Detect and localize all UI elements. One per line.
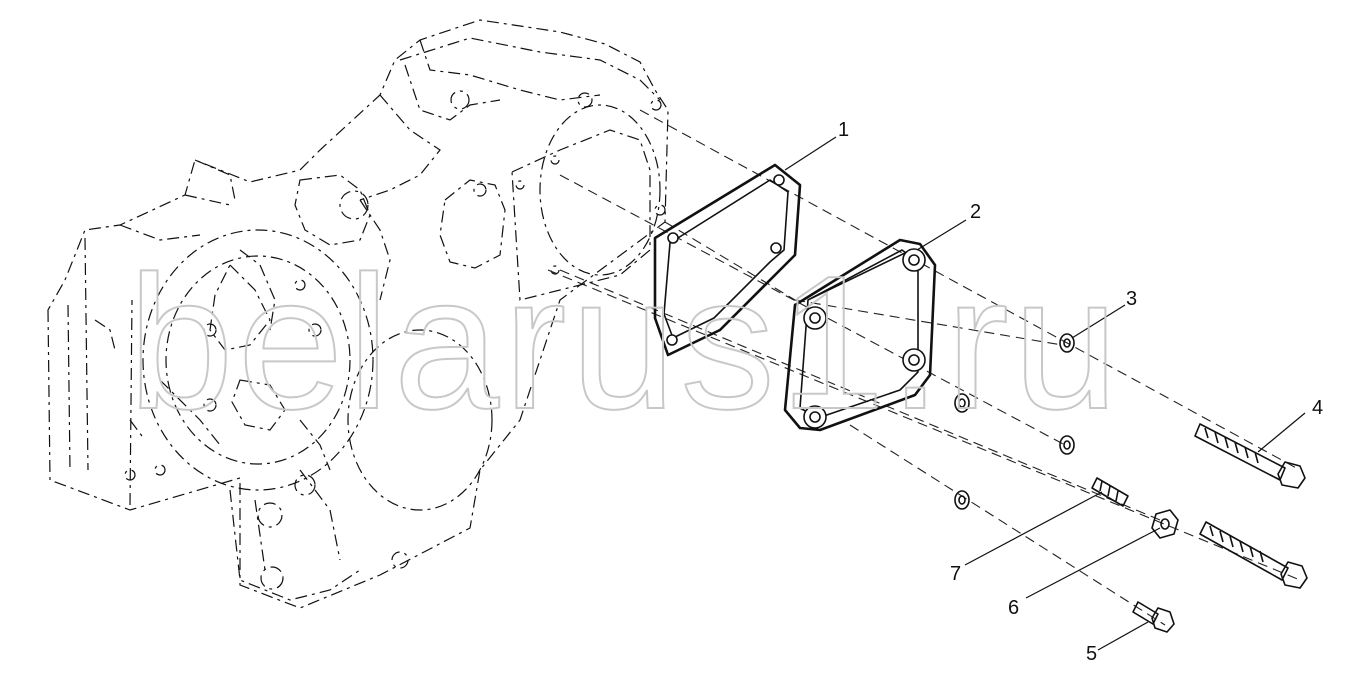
- callout-label-6: 6: [1008, 597, 1019, 619]
- long-bolts-part-4: [1194, 423, 1308, 589]
- watermark-text: belarus1.ru: [128, 237, 1123, 449]
- callout-labels: 1 2 3 4 5 6 7: [838, 119, 1323, 665]
- gasket-hole: [666, 334, 678, 346]
- cover-part-2: [783, 238, 937, 432]
- callout-label-4: 4: [1312, 397, 1323, 419]
- callout-label-5: 5: [1086, 643, 1097, 665]
- gasket-hole: [667, 232, 679, 244]
- callout-label-3: 3: [1126, 288, 1137, 310]
- gasket-part-1: [653, 163, 802, 357]
- gasket-hole: [773, 174, 785, 186]
- short-bolt-part-5: [1132, 601, 1175, 633]
- gear-housing-phantom: [47, 19, 669, 609]
- gasket-hole: [770, 242, 782, 254]
- nut-part-6: [1151, 509, 1179, 539]
- callout-label-7: 7: [950, 563, 961, 585]
- leader-lines: [784, 136, 1306, 651]
- callout-label-1: 1: [838, 119, 849, 141]
- assembly-axis-lines: [547, 109, 1301, 626]
- callout-label-2: 2: [970, 201, 981, 223]
- stud-part-7: [1091, 477, 1129, 507]
- washers-part-3: [954, 333, 1075, 510]
